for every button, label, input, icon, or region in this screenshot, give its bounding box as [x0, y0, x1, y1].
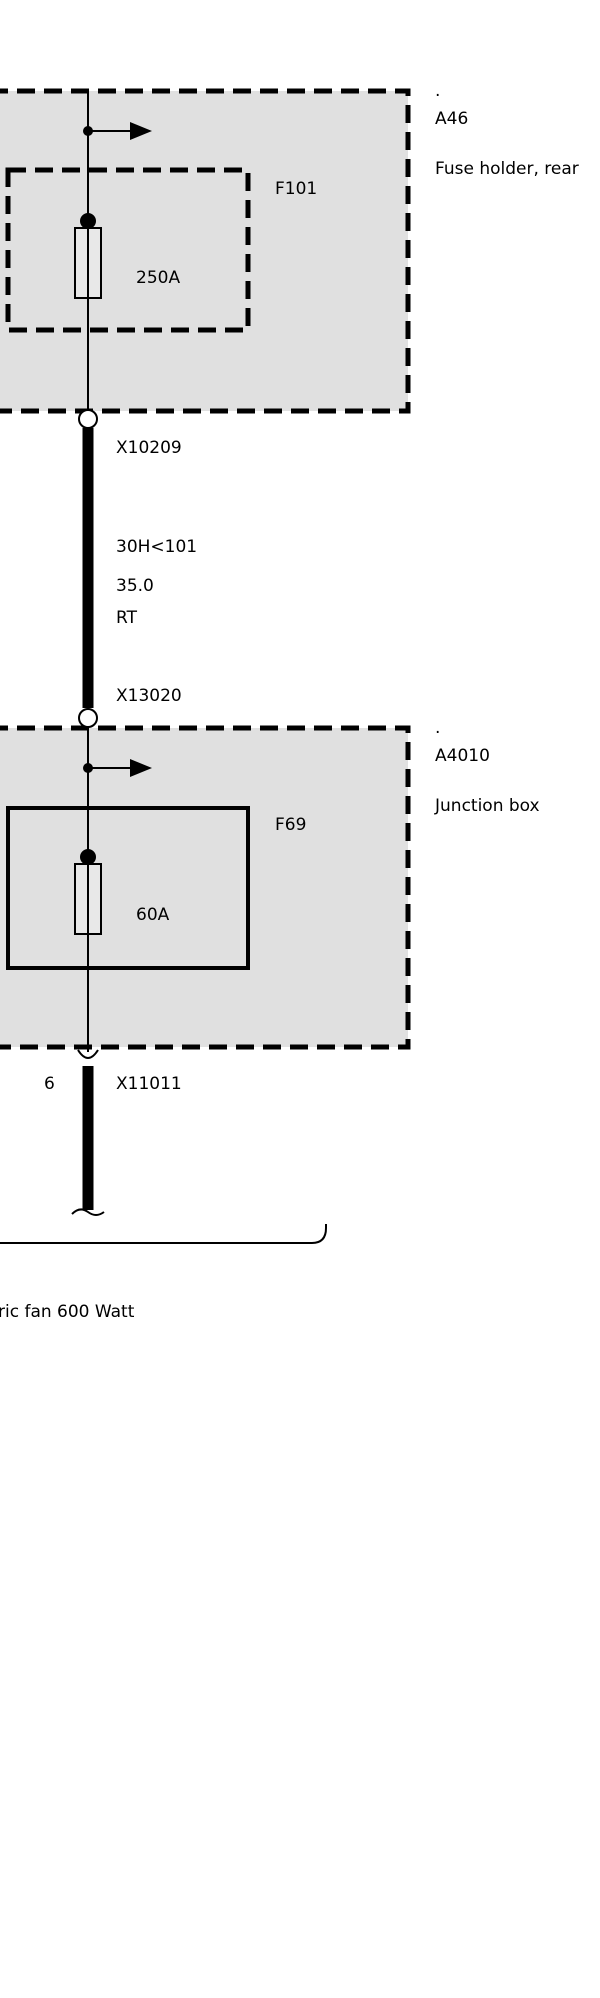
fuse-f69-rating: 60A — [136, 905, 170, 925]
a46-description: Fuse holder, rear — [435, 159, 579, 179]
wire-color-label: RT — [116, 608, 138, 628]
fuse-f69-symbol — [74, 849, 102, 935]
connector-x11011-socket-icon — [77, 1049, 99, 1059]
junction-box-a4010-border — [0, 725, 411, 1050]
fuse-terminal-dot — [80, 213, 96, 229]
connector-x11011-pin: 6 — [44, 1074, 55, 1094]
arrow-right-icon — [130, 759, 152, 777]
wire-end-icon — [71, 1208, 105, 1216]
a4010-id: A4010 — [435, 746, 490, 766]
a4010-description: Junction box — [434, 796, 540, 816]
fuse-f101-id: F101 — [275, 179, 317, 199]
connector-x11011-label: X11011 — [116, 1074, 182, 1094]
junction-box-a4010 — [0, 725, 411, 1050]
fuse-f101-border — [5, 167, 251, 333]
fuse-f69-id: F69 — [275, 815, 306, 835]
fuse-f101-rating: 250A — [136, 268, 180, 288]
fuse-f101-symbol — [74, 213, 102, 299]
arrow-right-icon — [130, 122, 152, 140]
branch-arrow-a46 — [83, 122, 152, 140]
wire-cross-section-label: 35.0 — [116, 576, 154, 596]
a46-mark: . — [435, 81, 440, 101]
junction-box-a4010-background — [0, 728, 408, 1047]
connector-x13020-icon — [78, 708, 98, 728]
consumer-description: ric fan 600 Watt — [0, 1302, 135, 1322]
a4010-mark: . — [435, 718, 440, 738]
a46-id: A46 — [435, 109, 468, 129]
fuse-holder-a46-border — [0, 88, 411, 414]
wire-signal-label: 30H<101 — [116, 537, 197, 557]
branch-arrow-a4010 — [83, 759, 152, 777]
fuse-f69-border — [6, 806, 250, 970]
connector-x10209-label: X10209 — [116, 438, 182, 458]
fuse-holder-a46 — [0, 88, 411, 414]
fuse-terminal-dot — [80, 849, 96, 865]
connector-x10209-icon — [78, 409, 98, 429]
connector-x13020-label: X13020 — [116, 686, 182, 706]
fuse-holder-a46-background — [0, 91, 408, 411]
consumer-bracket — [0, 1224, 327, 1244]
